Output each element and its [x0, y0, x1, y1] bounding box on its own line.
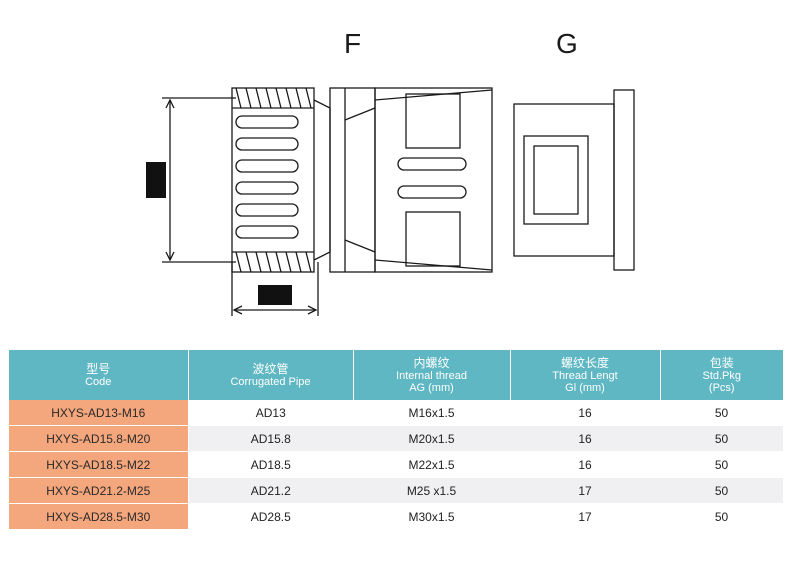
header-length-en: Thread Lengt	[552, 369, 618, 382]
cell-pkg: 50	[660, 503, 783, 530]
cell-thread: M16x1.5	[353, 400, 510, 426]
cell-length: 17	[510, 503, 660, 530]
table-row: HXYS-AD18.5-M22 AD18.5 M22x1.5 16 50	[9, 451, 783, 478]
cell-pipe: AD13	[188, 400, 353, 426]
cell-pkg: 50	[660, 451, 783, 478]
cell-thread: M22x1.5	[353, 451, 510, 478]
header-length-cn: 螺纹长度	[560, 355, 609, 370]
table-row: HXYS-AD13-M16 AD13 M16x1.5 16 50	[9, 400, 783, 426]
header-pkg-cn: 包装	[709, 355, 734, 370]
cell-pkg: 50	[660, 400, 783, 426]
cell-thread: M30x1.5	[353, 503, 510, 530]
cell-pipe: AD18.5	[188, 451, 353, 478]
cell-length: 16	[510, 400, 660, 426]
label-g: G	[556, 28, 578, 59]
cell-pipe: AD28.5	[188, 503, 353, 530]
header-pipe-cn: 波纹管	[252, 361, 289, 376]
header-code-cn: 型号	[86, 361, 111, 376]
header-thread-cn: 内螺纹	[413, 355, 450, 370]
table-header-row: 型号 Code 波纹管 Corrugated Pipe 内螺纹 Internal…	[9, 350, 783, 400]
cell-pipe: AD15.8	[188, 425, 353, 452]
table-row: HXYS-AD21.2-M25 AD21.2 M25 x1.5 17 50	[9, 477, 783, 504]
header-thread-en: Internal thread	[396, 369, 467, 382]
header-length: 螺纹长度 Thread Lengt Gl (mm)	[510, 350, 661, 400]
cell-length: 17	[510, 477, 660, 504]
technical-drawing: F G	[146, 28, 635, 316]
cell-pkg: 50	[660, 477, 783, 504]
cell-code: HXYS-AD21.2-M25	[9, 477, 189, 504]
cell-code: HXYS-AD28.5-M30	[9, 503, 189, 530]
cell-thread: M25 x1.5	[353, 477, 510, 504]
cell-thread: M20x1.5	[353, 425, 510, 452]
header-pipe: 波纹管 Corrugated Pipe	[188, 350, 354, 400]
header-code: 型号 Code	[9, 350, 189, 400]
header-pipe-en: Corrugated Pipe	[230, 375, 311, 388]
marker-block-bottom	[258, 285, 292, 305]
cell-pipe: AD21.2	[188, 477, 353, 504]
label-f: F	[344, 28, 362, 59]
connector-drawing-svg	[146, 87, 635, 316]
side-view-g	[513, 89, 635, 271]
header-length-unit: Gl (mm)	[565, 381, 605, 394]
cell-code: HXYS-AD15.8-M20	[9, 425, 189, 452]
connector-body	[313, 87, 493, 273]
table-row: HXYS-AD15.8-M20 AD15.8 M20x1.5 16 50	[9, 425, 783, 452]
table-row: HXYS-AD28.5-M30 AD28.5 M30x1.5 17 50	[9, 503, 783, 530]
header-pkg-unit: (Pcs)	[708, 381, 735, 394]
cell-code: HXYS-AD18.5-M22	[9, 451, 189, 478]
header-pkg: 包装 Std.Pkg (Pcs)	[660, 350, 783, 400]
cell-pkg: 50	[660, 425, 783, 452]
spec-table: 型号 Code 波纹管 Corrugated Pipe 内螺纹 Internal…	[9, 350, 783, 530]
header-pkg-en: Std.Pkg	[702, 369, 742, 382]
cell-length: 16	[510, 451, 660, 478]
cell-code: HXYS-AD13-M16	[9, 400, 189, 426]
header-thread-unit: AG (mm)	[409, 381, 454, 394]
height-dimension	[162, 97, 236, 263]
header-thread: 内螺纹 Internal thread AG (mm)	[353, 350, 511, 400]
knurled-nut	[231, 87, 315, 273]
header-code-en: Code	[85, 375, 112, 388]
marker-block-left	[146, 162, 166, 198]
cell-length: 16	[510, 425, 660, 452]
